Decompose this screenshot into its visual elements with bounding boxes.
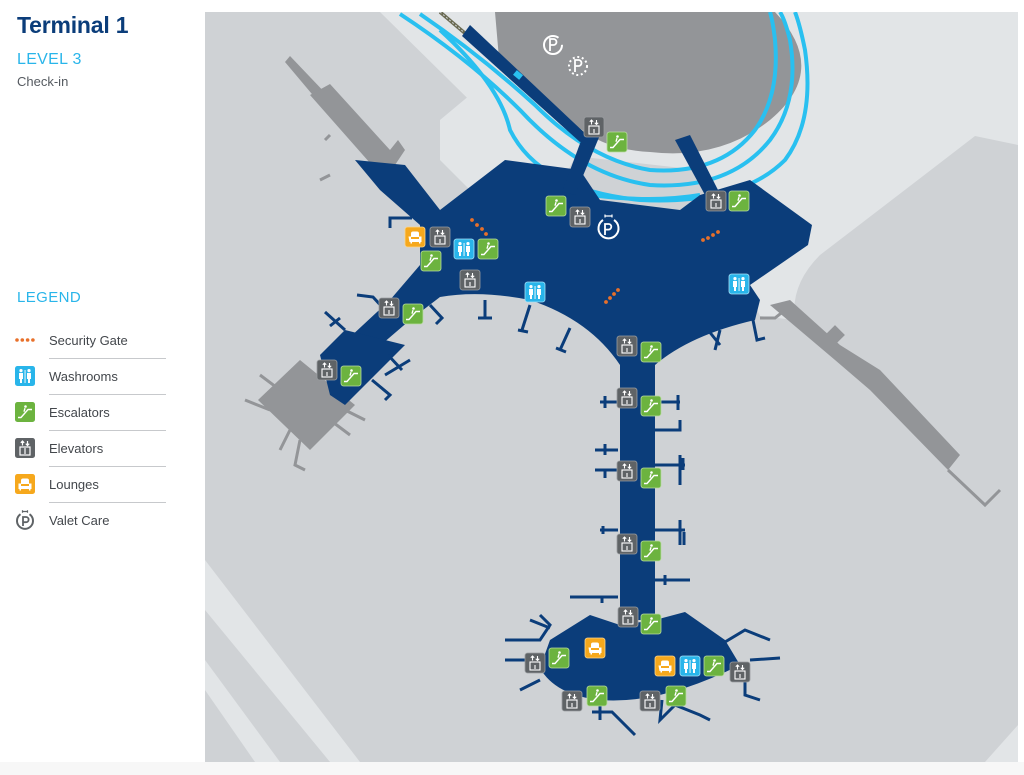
elevator-icon xyxy=(14,437,36,459)
escalator-icon[interactable] xyxy=(545,195,567,217)
lounge-icon[interactable] xyxy=(584,637,606,659)
escalator-icon[interactable] xyxy=(703,655,725,677)
elevator-icon[interactable] xyxy=(616,460,638,482)
legend-label: Escalators xyxy=(49,404,110,420)
escalator-icon[interactable] xyxy=(665,685,687,707)
legend-title: LEGEND xyxy=(17,289,82,306)
legend-item-lounges: Lounges xyxy=(14,466,166,502)
elevator-icon[interactable] xyxy=(569,206,591,228)
rail-track xyxy=(438,12,590,142)
elevator-icon[interactable] xyxy=(561,690,583,712)
legend-label: Elevators xyxy=(49,440,104,456)
security-gate-dots-icon xyxy=(14,329,36,351)
legend-item-valet-care: Valet Care xyxy=(14,502,166,538)
legend-item-security-gate: Security Gate xyxy=(14,322,166,358)
escalator-icon[interactable] xyxy=(640,395,662,417)
legend-item-escalators: Escalators xyxy=(14,394,166,430)
washroom-icon[interactable] xyxy=(679,655,701,677)
legend: Security Gate Washrooms Escalators Eleva… xyxy=(14,322,166,538)
valet-parking-icon xyxy=(14,509,36,531)
escalator-icon[interactable] xyxy=(548,647,570,669)
elevator-icon[interactable] xyxy=(705,190,727,212)
legend-label: Washrooms xyxy=(49,368,118,384)
elevator-icon[interactable] xyxy=(639,690,661,712)
parking-icon xyxy=(543,35,563,55)
elevator-icon[interactable] xyxy=(459,269,481,291)
lounge-icon xyxy=(14,473,36,495)
elevator-icon[interactable] xyxy=(583,116,605,138)
elevator-icon[interactable] xyxy=(524,652,546,674)
elevator-icon[interactable] xyxy=(616,335,638,357)
escalator-icon[interactable] xyxy=(728,190,750,212)
valet-parking-icon[interactable] xyxy=(597,214,620,240)
elevator-icon[interactable] xyxy=(616,533,638,555)
elevator-icon[interactable] xyxy=(378,297,400,319)
washroom-icon[interactable] xyxy=(524,281,546,303)
terminal-title: Terminal 1 xyxy=(17,12,129,38)
escalator-icon[interactable] xyxy=(477,238,499,260)
lounge-icon[interactable] xyxy=(654,655,676,677)
escalator-icon[interactable] xyxy=(640,341,662,363)
escalator-icon[interactable] xyxy=(402,303,424,325)
inactive-gates xyxy=(244,133,1002,508)
escalator-icon xyxy=(14,401,36,423)
legend-item-elevators: Elevators xyxy=(14,430,166,466)
escalator-icon[interactable] xyxy=(606,131,628,153)
level-description: Check-in xyxy=(17,74,69,89)
sidebar: Terminal 1 LEVEL 3 Check-in LEGEND Secur… xyxy=(0,0,200,775)
parking-garage xyxy=(495,12,802,154)
legend-label: Security Gate xyxy=(49,332,128,348)
level-label: LEVEL 3 xyxy=(17,51,82,68)
page-footer-strip xyxy=(0,762,1024,775)
washroom-icon[interactable] xyxy=(728,273,750,295)
terminal-building xyxy=(320,130,812,701)
washroom-icon xyxy=(14,365,36,387)
escalator-icon[interactable] xyxy=(586,685,608,707)
legend-label: Lounges xyxy=(49,476,99,492)
escalator-icon[interactable] xyxy=(640,540,662,562)
elevator-icon[interactable] xyxy=(729,661,751,683)
escalator-icon[interactable] xyxy=(640,467,662,489)
inactive-pier xyxy=(258,56,960,470)
washroom-icon[interactable] xyxy=(453,238,475,260)
elevator-icon[interactable] xyxy=(616,387,638,409)
elevator-icon[interactable] xyxy=(617,606,639,628)
escalator-icon[interactable] xyxy=(340,365,362,387)
elevator-icon[interactable] xyxy=(429,226,451,248)
escalator-icon[interactable] xyxy=(640,613,662,635)
escalator-icon[interactable] xyxy=(420,250,442,272)
terminal-map[interactable] xyxy=(205,12,1018,762)
parking-dashed-icon xyxy=(568,56,588,76)
elevator-icon[interactable] xyxy=(316,359,338,381)
legend-label: Valet Care xyxy=(49,512,110,528)
lounge-icon[interactable] xyxy=(404,226,426,248)
legend-item-washrooms: Washrooms xyxy=(14,358,166,394)
